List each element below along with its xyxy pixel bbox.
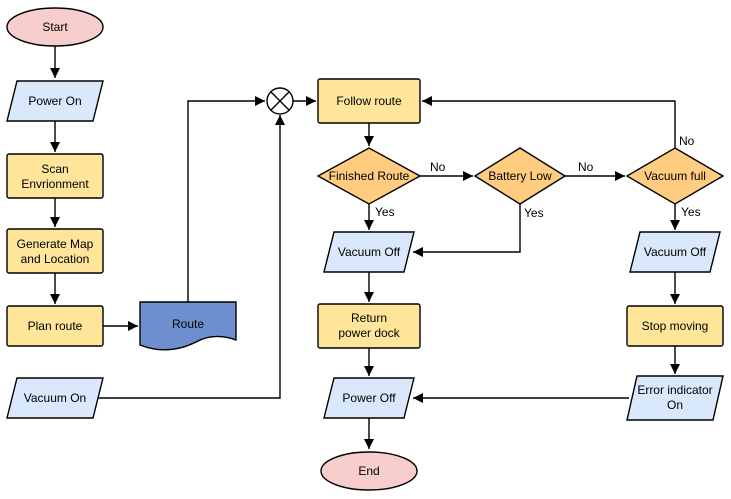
node-return-line1: Return <box>351 311 387 325</box>
node-vacuum-off-right-label: Vacuum Off <box>644 245 707 259</box>
node-return-line2: power dock <box>338 326 400 340</box>
node-stop-moving: Stop moving <box>626 305 724 347</box>
edge-label-vacuumfull-no: No <box>679 134 695 148</box>
node-power-off: Power Off <box>323 377 415 419</box>
node-vacuum-on-label: Vacuum On <box>24 391 86 405</box>
decision-shape <box>316 147 422 205</box>
junction-crossed-circle <box>266 87 294 115</box>
io-shape <box>626 375 724 421</box>
node-plan-route-label: Plan route <box>28 319 83 333</box>
node-start: Start <box>6 7 104 47</box>
edge-label-finished-no: No <box>430 160 446 174</box>
node-power-on-label: Power On <box>28 94 81 108</box>
process-shape <box>317 303 421 349</box>
io-shape <box>323 231 415 273</box>
node-vacuum-full: Vacuum full <box>625 147 725 205</box>
node-generate-line2: and Location <box>21 252 90 266</box>
node-end: End <box>320 451 418 491</box>
junction-x-line-2 <box>270 91 290 111</box>
node-end-label: End <box>358 464 379 478</box>
node-power-on: Power On <box>6 80 104 122</box>
terminator-shape <box>320 451 418 491</box>
edge-label-finished-yes: Yes <box>375 205 395 219</box>
decision-shape <box>625 147 725 205</box>
io-shape <box>6 377 104 419</box>
io-shape <box>629 231 721 273</box>
process-shape <box>6 228 104 274</box>
edge-label-battery-no: No <box>578 160 594 174</box>
terminator-shape <box>6 7 104 47</box>
process-shape <box>317 78 421 124</box>
node-finished-route-label: Finished Route <box>329 169 410 183</box>
node-vacuum-off-middle: Vacuum Off <box>323 231 415 273</box>
node-return-power-dock: Return power dock <box>317 303 421 349</box>
node-error-line1: Error indicator <box>637 383 712 397</box>
edge-vacuumon-junction <box>98 115 285 399</box>
edge-labels: No Yes No Yes No Yes <box>375 134 701 220</box>
node-scan-line1: Scan <box>41 162 68 176</box>
node-follow-route: Follow route <box>317 78 421 124</box>
node-scan-environment: Scan Envrionment <box>6 153 104 199</box>
io-shape <box>323 377 415 419</box>
node-stop-moving-label: Stop moving <box>642 319 709 333</box>
node-generate-map: Generate Map and Location <box>6 228 104 274</box>
edge-battery-vacuumoff-yes <box>413 204 521 257</box>
node-route-label: Route <box>172 317 204 331</box>
io-shape <box>6 80 104 122</box>
document-shape <box>139 301 237 351</box>
edges <box>50 46 680 449</box>
node-vacuum-off-right: Vacuum Off <box>629 231 721 273</box>
node-vacuum-on: Vacuum On <box>6 377 104 419</box>
node-vacuum-full-label: Vacuum full <box>644 169 706 183</box>
node-plan-route: Plan route <box>6 305 104 347</box>
node-route-document: Route <box>139 301 237 351</box>
node-scan-line2: Envrionment <box>21 177 89 191</box>
node-battery-low: Battery Low <box>473 147 567 205</box>
node-finished-route: Finished Route <box>316 147 422 205</box>
decision-shape <box>473 147 567 205</box>
node-power-off-label: Power Off <box>342 391 396 405</box>
edge-label-vacuumfull-yes: Yes <box>681 205 701 219</box>
node-battery-low-label: Battery Low <box>488 169 552 183</box>
node-error-line2: On <box>667 398 683 412</box>
process-shape <box>6 153 104 199</box>
node-generate-line1: Generate Map <box>17 237 94 251</box>
edge-label-battery-yes: Yes <box>524 206 544 220</box>
process-shape <box>6 305 104 347</box>
node-follow-route-label: Follow route <box>336 94 402 108</box>
edge-route-junction <box>187 96 265 302</box>
node-start-label: Start <box>42 20 68 34</box>
node-vacuum-off-middle-label: Vacuum Off <box>338 245 401 259</box>
process-shape <box>626 305 724 347</box>
node-error-indicator: Error indicator On <box>626 375 724 421</box>
edge-vacuumfull-followroute-no <box>422 96 676 148</box>
